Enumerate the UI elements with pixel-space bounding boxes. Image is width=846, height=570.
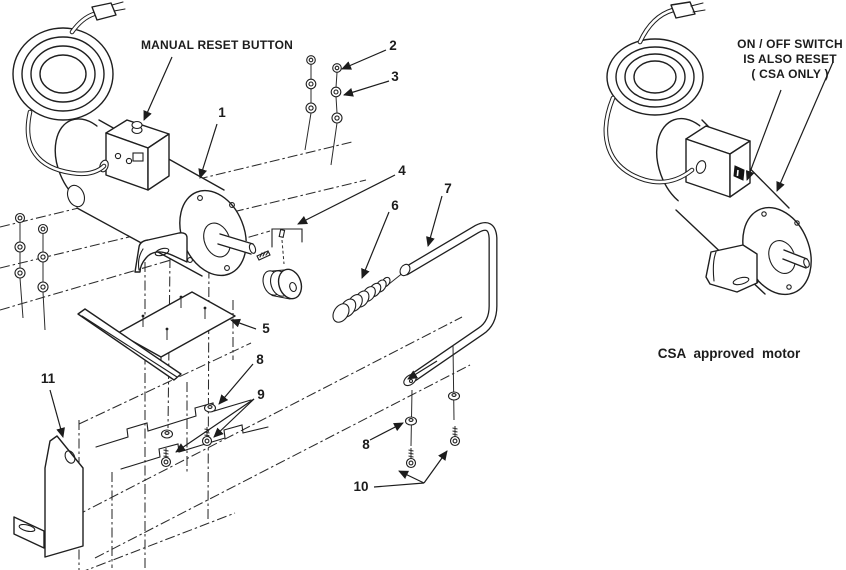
fastener-stacks-top (304, 55, 343, 166)
hardware-washers-screws-bottom (404, 344, 461, 469)
annotations: MANUAL RESET BUTTON ON / OFF SWITCH IS A… (141, 37, 843, 361)
csa-note-line-3: ( CSA ONLY ) (751, 67, 828, 81)
manual-reset-label: MANUAL RESET BUTTON (141, 38, 293, 52)
shaft-key (256, 250, 271, 261)
csa-power-plug (670, 1, 706, 19)
csa-motor-foot (705, 244, 758, 293)
csa-cord-grommet (695, 160, 707, 174)
plate-studs (141, 295, 207, 340)
csa-note-line-1: ON / OFF SWITCH (737, 37, 843, 51)
part-label-11: 11 (41, 371, 56, 386)
pulley-assembly (217, 228, 303, 300)
handle-grip (332, 271, 405, 323)
power-plug (91, 1, 126, 21)
part-label-9: 9 (257, 387, 265, 402)
manual-reset-button (131, 120, 143, 135)
on-off-switch (733, 165, 745, 181)
part-label-8: 8 (256, 352, 264, 367)
part-label-8b: 8 (362, 437, 370, 452)
part-label-10: 10 (353, 479, 368, 494)
hardware-washers-screws-left (160, 403, 217, 468)
set-screw (278, 228, 286, 265)
motor-foot-bracket (134, 232, 188, 273)
part-label-2: 2 (389, 38, 397, 53)
power-cord-left (12, 1, 126, 177)
part-label-3: 3 (391, 69, 399, 84)
phantom-base-lines (0, 141, 471, 570)
bolt-stacks-left (14, 212, 49, 331)
csa-power-cord (603, 1, 706, 185)
csa-note-line-2: IS ALSO RESET (743, 52, 837, 66)
part-label-4: 4 (398, 163, 406, 178)
part-label-5: 5 (262, 321, 270, 336)
csa-switch-box (685, 125, 751, 198)
csa-caption: CSA approved motor (658, 346, 801, 361)
part-label-7: 7 (444, 181, 452, 196)
support-bar (77, 308, 182, 381)
part-label-1: 1 (218, 105, 226, 120)
bracket-11 (13, 435, 84, 558)
part-labels: 1 2 3 4 5 6 7 8 9 11 8 10 (41, 38, 452, 494)
handle-tube (399, 222, 498, 387)
leader-lines (49, 49, 834, 488)
part-label-6: 6 (391, 198, 399, 213)
pulley (262, 268, 303, 300)
csa-motor (656, 117, 812, 296)
